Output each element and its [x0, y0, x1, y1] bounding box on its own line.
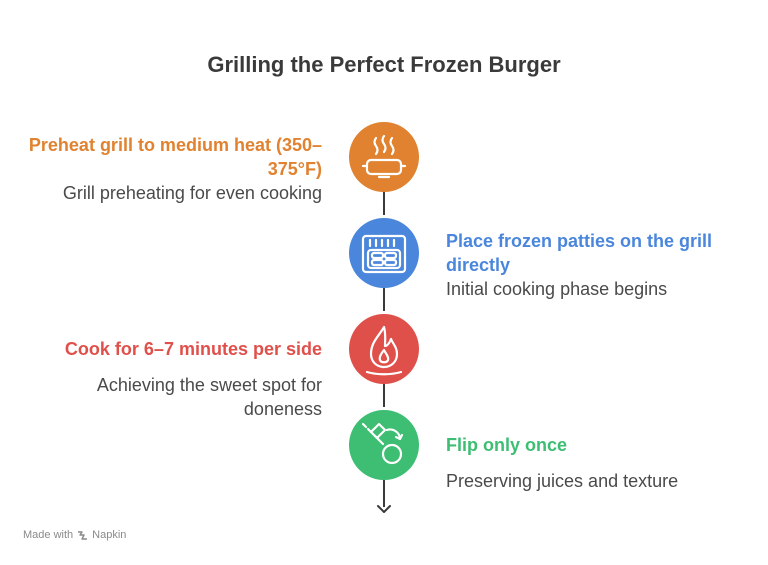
step-3-text: Cook for 6–7 minutes per side Achieving … [22, 337, 322, 421]
connector-line [383, 288, 385, 311]
arrow-down-icon [377, 505, 391, 513]
step-2-text: Place frozen patties on the grill direct… [446, 229, 746, 301]
footer-attribution: Made with Napkin [23, 529, 126, 541]
step-4-heading: Flip only once [446, 435, 568, 455]
step-3-heading: Cook for 6–7 minutes per side [64, 339, 322, 359]
step-3-circle [349, 314, 419, 384]
step-1-circle [349, 122, 419, 192]
connector-line [383, 384, 385, 407]
step-2-circle [349, 218, 419, 288]
napkin-logo-icon [78, 530, 88, 540]
connector-line [383, 480, 385, 507]
oven-tray-icon [361, 234, 407, 274]
spatula-flip-icon [361, 422, 404, 465]
step-4-circle [349, 410, 419, 480]
footer-brand: Napkin [92, 529, 127, 541]
page-title: Grilling the Perfect Frozen Burger [207, 52, 561, 77]
connector-line [383, 192, 385, 215]
step-1-heading: Preheat grill to medium heat (350–375°F) [28, 135, 322, 179]
step-2-heading: Place frozen patties on the grill direct… [446, 231, 713, 275]
flame-icon [365, 325, 403, 376]
step-4-text: Flip only once Preserving juices and tex… [446, 433, 746, 493]
step-1-description: Grill preheating for even cooking [62, 183, 322, 203]
step-1-text: Preheat grill to medium heat (350–375°F)… [22, 133, 322, 205]
footer-made-with: Made with [23, 529, 74, 541]
step-4-description: Preserving juices and texture [446, 471, 679, 491]
step-2-description: Initial cooking phase begins [446, 279, 668, 299]
grill-pan-heat-icon [361, 134, 407, 179]
step-3-description: Achieving the sweet spot for doneness [96, 375, 322, 419]
